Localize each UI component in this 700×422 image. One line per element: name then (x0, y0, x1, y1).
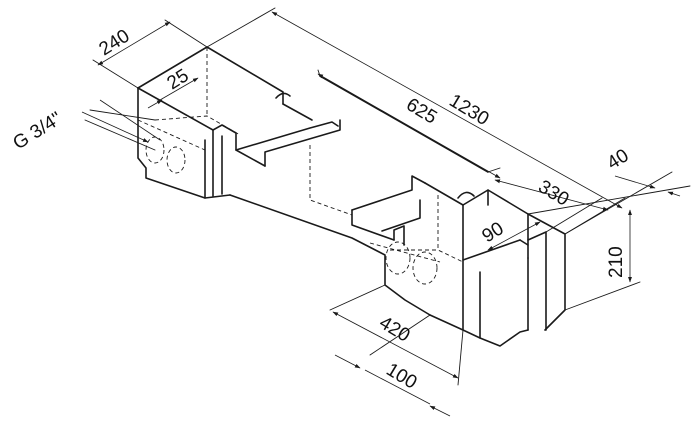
hidden-lines (137, 47, 464, 263)
label-625: 625 (402, 94, 440, 128)
label-420: 420 (375, 312, 413, 346)
block-outline (137, 46, 566, 347)
pipe-opening-left-icon (145, 136, 186, 174)
label-100: 100 (382, 359, 420, 393)
label-1230: 1230 (445, 90, 492, 130)
label-90: 90 (479, 218, 508, 247)
label-40: 40 (604, 145, 633, 174)
label-240: 240 (96, 26, 134, 61)
dimension-lines (81, 11, 681, 417)
label-thread: G 3/4" (10, 108, 66, 154)
label-210: 210 (606, 246, 627, 278)
dimension-labels: 240 25 1230 625 G 3/4" 330 40 210 90 420… (10, 26, 633, 394)
label-330: 330 (534, 176, 572, 210)
pipe-opening-right-icon (385, 241, 438, 285)
